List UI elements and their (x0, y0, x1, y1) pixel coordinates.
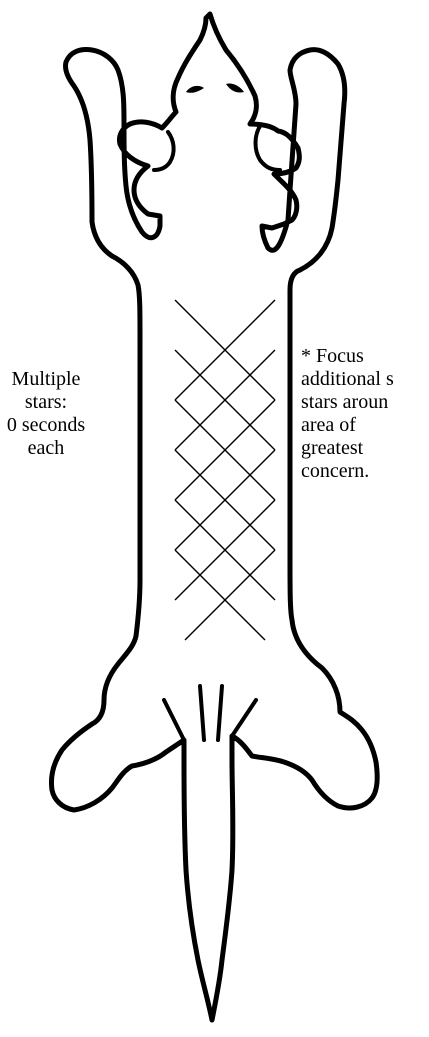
left-note: Multiple stars: 0 seconds each (0, 368, 102, 460)
star-pattern (175, 300, 275, 640)
star-line (185, 550, 275, 640)
right-note-line: concern. (301, 460, 394, 483)
right-note-line: * Focus (301, 345, 394, 368)
star-line (175, 550, 265, 640)
tail-base-right (218, 686, 222, 740)
left-hindleg-line (164, 700, 184, 740)
right-hindleg-line (232, 700, 256, 736)
right-note-line: stars aroun (301, 391, 394, 414)
left-ear-fold (154, 132, 174, 170)
left-eye (186, 86, 204, 93)
left-note-line: stars: (0, 391, 102, 414)
left-note-line: Multiple (0, 368, 102, 391)
left-note-line: 0 seconds (0, 414, 102, 437)
body-outline (51, 14, 377, 1020)
right-note-line: additional s (301, 368, 394, 391)
right-eye (226, 83, 244, 92)
tail-base-left (200, 686, 204, 740)
right-note-line: area of (301, 414, 394, 437)
right-note: * Focus additional s stars aroun area of… (301, 345, 394, 483)
left-note-line: each (0, 437, 102, 460)
right-note-line: greatest (301, 437, 394, 460)
